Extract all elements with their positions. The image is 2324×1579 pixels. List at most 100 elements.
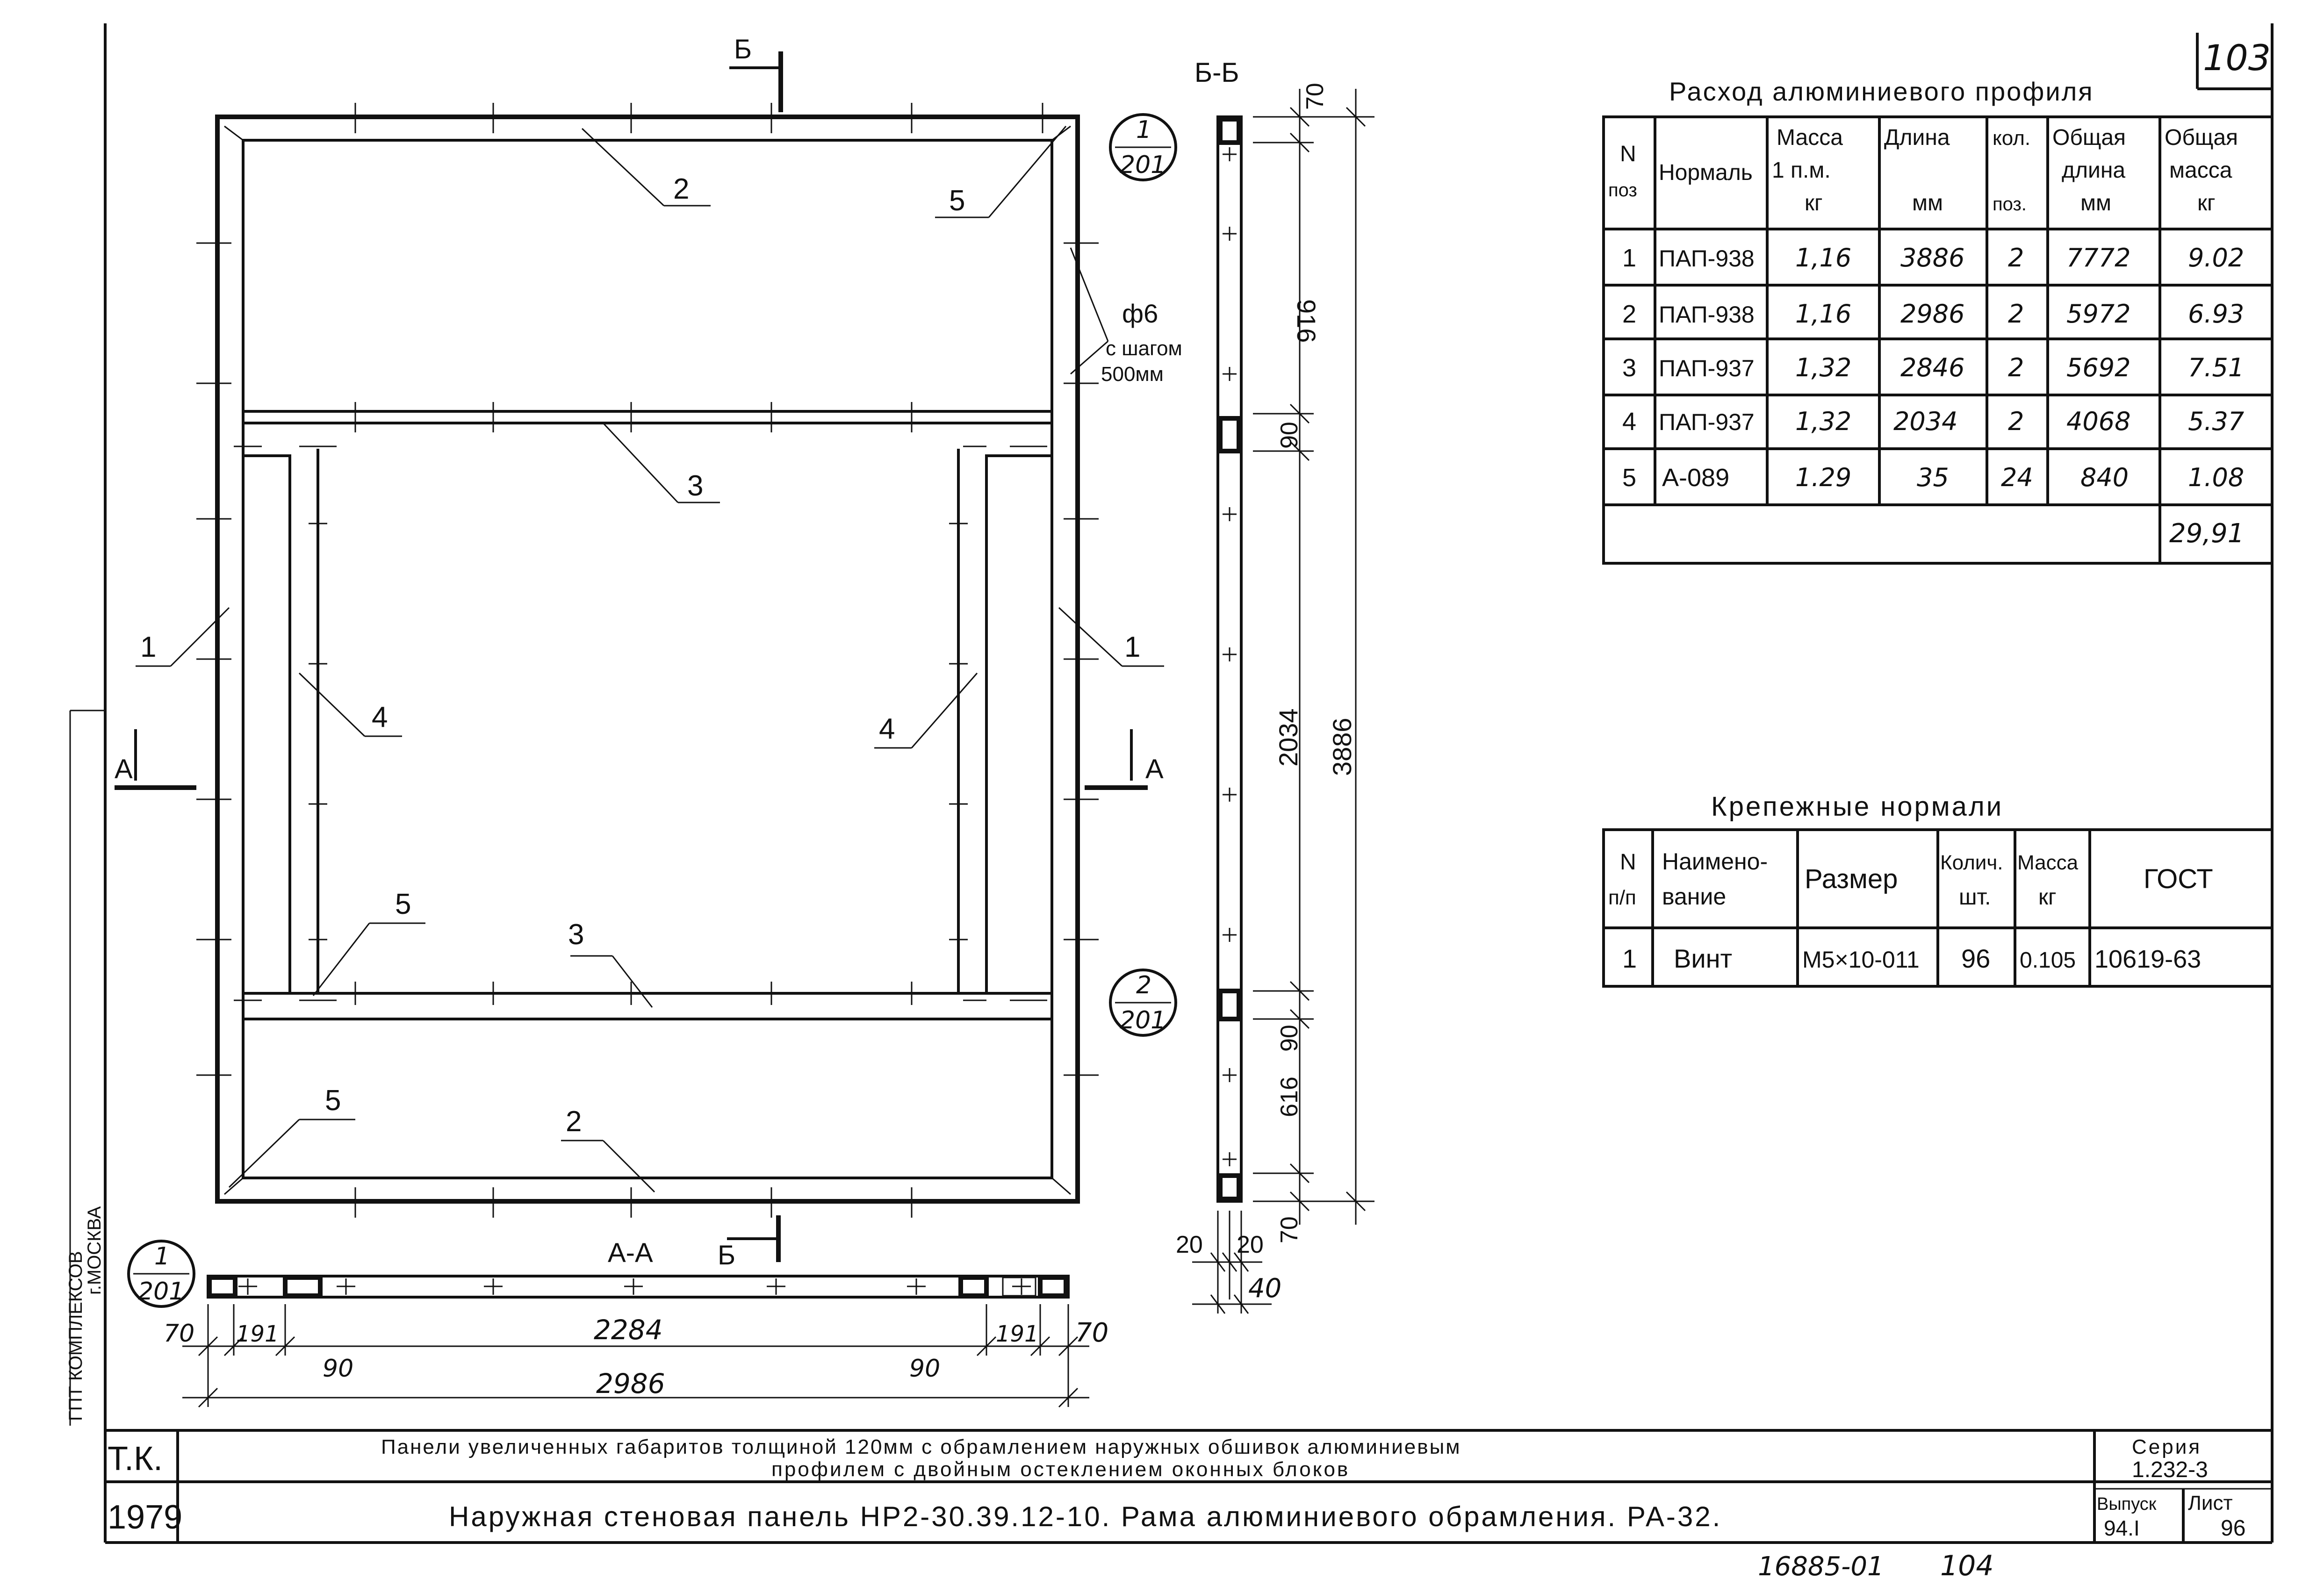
svg-text:Винт: Винт [1674,944,1732,973]
svg-text:70: 70 [164,1320,194,1348]
svg-text:7.51: 7.51 [2188,353,2244,382]
svg-text:Масса: Масса [1777,125,1843,150]
svg-text:5: 5 [395,888,411,920]
svg-text:5972: 5972 [2066,299,2130,329]
fastener-table: Крепежные нормали N п/п Наимено- вание Р… [1602,791,2274,988]
svg-text:3886: 3886 [1900,243,1964,273]
svg-text:35: 35 [1917,463,1949,492]
callout-2-201: 2 201 [1109,969,1177,1037]
sheet-number: 96 [2221,1516,2245,1541]
svg-text:2284: 2284 [594,1314,663,1346]
table-row: 1 Винт М5×10-011 96 0.105 10619-63 [1622,944,2201,973]
svg-text:кол.: кол. [1993,127,2030,150]
table-row: 4 ПАП-937 1,32 2034 2 4068 5.37 [1622,407,2244,436]
svg-text:4: 4 [372,701,388,733]
svg-text:длина: длина [2062,158,2125,183]
svg-text:4: 4 [879,713,895,745]
svg-text:7772: 7772 [2066,243,2130,273]
svg-text:кг: кг [2197,191,2216,215]
svg-text:90: 90 [1276,1025,1303,1052]
profile-table: Расход алюминиевого профиля N поз Нормал… [1602,77,2274,565]
svg-text:5: 5 [949,185,965,217]
svg-text:20: 20 [1176,1231,1203,1258]
svg-text:90: 90 [909,1355,940,1383]
svg-text:191: 191 [236,1321,279,1347]
sheet-number-box: 103 [2196,33,2272,90]
svg-text:5692: 5692 [2066,353,2130,382]
org-code: Т.К. [108,1440,163,1478]
svg-text:кг: кг [1805,191,1823,215]
profile-table-title: Расход алюминиевого профиля [1669,77,2094,106]
svg-text:Б: Б [734,34,752,65]
svg-text:2: 2 [1622,300,1636,328]
svg-text:1,16: 1,16 [1795,299,1851,329]
svg-text:N: N [1620,850,1636,875]
cut-marker-b-bottom: Б [718,1215,781,1270]
svg-text:1: 1 [1622,944,1637,973]
series-number: 1.232-3 [2132,1457,2208,1482]
svg-text:2: 2 [2008,243,2024,273]
svg-text:Общая: Общая [2165,125,2238,150]
svg-text:поз: поз [1608,180,1637,201]
svg-text:Длина: Длина [1884,125,1950,150]
svg-text:п/п: п/п [1608,886,1636,909]
svg-text:Лист: Лист [2188,1492,2233,1514]
callout-1-201-top: 1 201 [1109,113,1177,181]
svg-text:40: 40 [1248,1273,1281,1304]
svg-text:1,16: 1,16 [1795,243,1851,273]
svg-text:Выпуск: Выпуск [2097,1494,2157,1514]
svg-text:5: 5 [1622,464,1636,492]
svg-text:2034: 2034 [1274,708,1303,767]
svg-text:Наимено-: Наимено- [1662,848,1768,875]
svg-text:2034: 2034 [1893,407,1957,436]
svg-text:вание: вание [1662,883,1726,910]
svg-text:2: 2 [2008,353,2024,382]
svg-text:Б: Б [718,1240,735,1270]
title-block: Т.К. 1979 Панели увеличенных габаритов т… [105,1429,2272,1543]
sheet-title: Наружная стеновая панель НР2-30.39.12-10… [449,1501,1722,1532]
svg-text:840: 840 [2080,463,2129,492]
svg-text:3: 3 [1622,354,1636,382]
table-row: 5 А-089 1.29 35 24 840 1.08 [1622,463,2244,492]
svg-text:70: 70 [1302,83,1329,110]
svg-text:А-А: А-А [608,1238,653,1268]
svg-text:А: А [1145,754,1164,784]
svg-text:1: 1 [1136,116,1151,144]
svg-text:2: 2 [1136,971,1151,999]
svg-text:1 п.м.: 1 п.м. [1772,158,1831,183]
svg-text:5.37: 5.37 [2188,407,2244,436]
issue-number: 94.I [2104,1516,2140,1540]
svg-text:3886: 3886 [1327,718,1357,776]
svg-text:Размер: Размер [1805,864,1898,894]
svg-text:1,32: 1,32 [1795,353,1851,382]
svg-text:10619-63: 10619-63 [2094,945,2201,973]
svg-text:2: 2 [673,173,689,205]
svg-text:96: 96 [1961,944,1990,973]
svg-text:9.02: 9.02 [2188,243,2244,273]
series-title-line1: Панели увеличенных габаритов толщиной 12… [381,1435,1461,1458]
svg-text:кг: кг [2038,885,2057,910]
svg-text:поз.: поз. [1993,194,2027,215]
svg-text:ПАП-938: ПАП-938 [1659,301,1755,328]
svg-text:201: 201 [1120,1006,1166,1034]
svg-text:24: 24 [2001,463,2033,492]
svg-text:А: А [115,754,133,784]
callout-1-201-bottom: 1 201 [127,1240,195,1308]
svg-text:201: 201 [138,1278,184,1306]
table-row: 2 ПАП-938 1,16 2986 2 5972 6.93 [1622,299,2244,329]
svg-text:N: N [1620,142,1636,166]
svg-text:ПАП-937: ПАП-937 [1659,409,1755,435]
table-row: 1 ПАП-938 1,16 3886 2 7772 9.02 [1622,243,2244,273]
sheet-number-top: 103 [2203,37,2271,79]
profile-total: 29,91 [2169,518,2244,549]
section-aa: А-А 70 191 2284 191 70 90 90 2986 [164,1238,1108,1408]
svg-text:г.МОСКВА: г.МОСКВА [84,1206,105,1295]
table-row: 3 ПАП-937 1,32 2846 2 5692 7.51 [1622,353,2244,382]
svg-text:1,32: 1,32 [1795,407,1851,436]
svg-text:Нормаль: Нормаль [1659,160,1753,185]
svg-text:916: 916 [1292,299,1321,343]
svg-text:ПАП-938: ПАП-938 [1659,245,1755,272]
cut-marker-b-top: Б [729,34,783,112]
year: 1979 [108,1499,182,1536]
